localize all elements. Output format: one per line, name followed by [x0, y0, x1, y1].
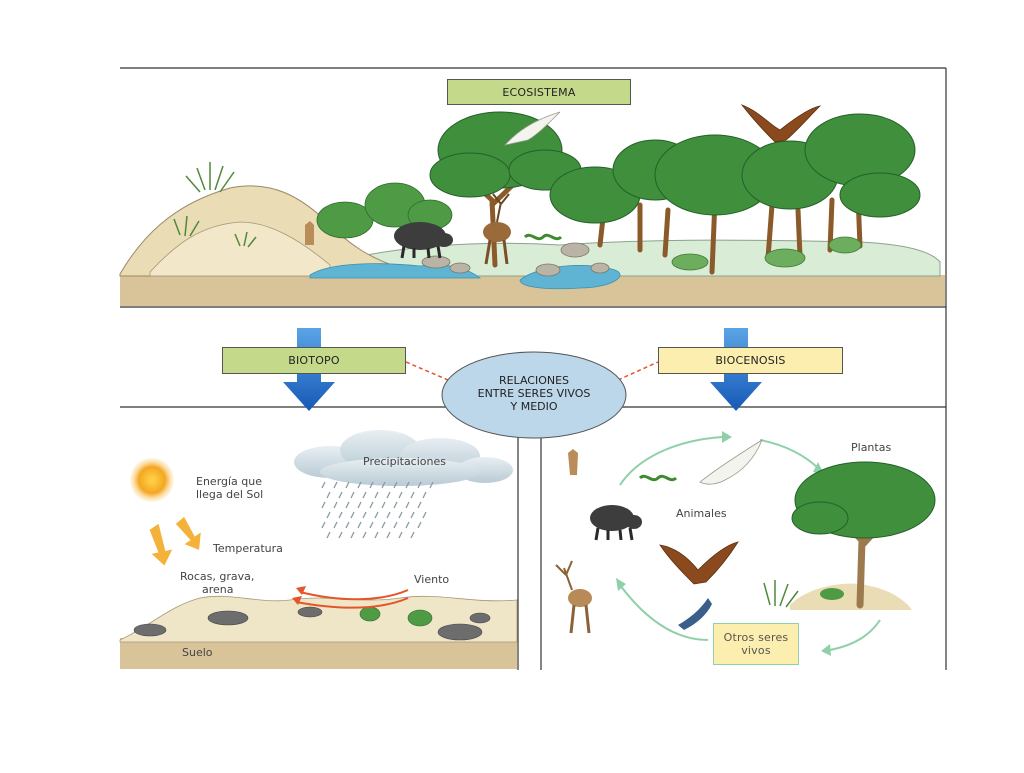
- boar-icon: [394, 222, 453, 259]
- ecosistema-label: ECOSISTEMA: [447, 79, 631, 105]
- wind-arrows: [295, 589, 409, 609]
- energia-label: Energía que llega del Sol: [196, 475, 264, 501]
- biocenosis-scene: [555, 431, 936, 656]
- ecosystem-landscape: [119, 104, 945, 306]
- rain-icon: [321, 481, 434, 539]
- viento-label: Viento: [414, 573, 450, 586]
- rocas-label: Rocas, grava, arena: [180, 570, 255, 596]
- animales-label: Animales: [676, 507, 727, 520]
- eagle-icon: [740, 104, 822, 143]
- relaciones-oval: [441, 351, 627, 439]
- eagle-icon-biocenosis: [659, 541, 739, 585]
- deer-icon-biocenosis: [555, 560, 592, 634]
- biotopo-label: BIOTOPO: [222, 347, 406, 374]
- cloud-icon: [294, 430, 513, 486]
- boar-icon-biocenosis: [590, 505, 642, 541]
- otros-seres-vivos-label: Otros seres vivos: [713, 623, 799, 665]
- small-animal-icon: [305, 221, 314, 245]
- bird-icon-biocenosis: [699, 439, 763, 485]
- small-animal-icon-biocenosis: [568, 449, 578, 475]
- frame-lines: [120, 67, 947, 670]
- snake-icon: [523, 233, 563, 241]
- snake-icon-biocenosis: [638, 474, 678, 482]
- plantas-label: Plantas: [851, 441, 892, 454]
- bird-icon: [503, 111, 561, 146]
- relaciones-text: RELACIONES ENTRE SERES VIVOS Y MEDIO: [477, 374, 591, 413]
- sun-icon: [130, 458, 174, 502]
- biotopo-scene: [119, 430, 518, 669]
- tree-icon: [763, 461, 936, 610]
- dashed-connectors: [405, 361, 659, 381]
- temperatura-label: Temperatura: [213, 542, 283, 555]
- precipitaciones-label: Precipitaciones: [363, 455, 446, 468]
- deer-icon: [483, 193, 511, 265]
- magpie-icon: [678, 598, 712, 630]
- biocenosis-label: BIOCENOSIS: [658, 347, 843, 374]
- suelo-label: Suelo: [182, 646, 213, 659]
